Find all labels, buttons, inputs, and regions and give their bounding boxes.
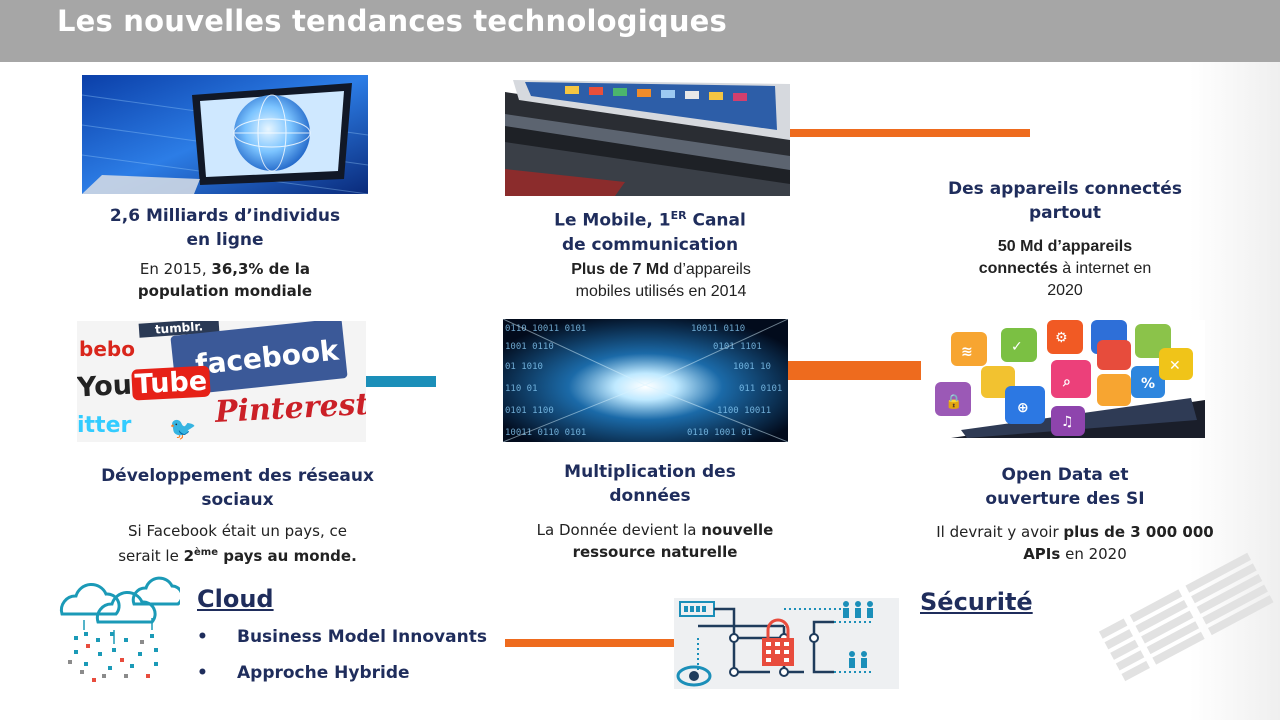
slide-title: Les nouvelles tendances technologiques xyxy=(57,4,727,38)
pinterest-logo: Pinterest xyxy=(214,386,366,431)
security-diagram-image xyxy=(674,598,899,689)
svg-text:1001 10: 1001 10 xyxy=(733,362,771,372)
internet-title-line1: 2,6 Milliards d’individus xyxy=(109,206,341,226)
svg-text:10011 0110 0101: 10011 0110 0101 xyxy=(505,428,586,438)
data-desc-a: La Donnée devient la xyxy=(536,521,702,539)
social-desc-b: 2 xyxy=(183,547,195,565)
social-desc-line1: Si Facebook était un pays, ce xyxy=(127,522,348,540)
svg-text:♫: ♫ xyxy=(1061,414,1074,430)
svg-text:≋: ≋ xyxy=(961,344,973,360)
internet-desc-line2: population mondiale xyxy=(137,282,313,300)
svg-text:1001 0110: 1001 0110 xyxy=(505,342,554,352)
opendata-desc-b: plus de 3 000 000 xyxy=(1063,523,1214,541)
svg-text:1100 10011: 1100 10011 xyxy=(717,406,771,416)
opendata-title-line1: Open Data et xyxy=(1001,465,1129,485)
devices-desc-line3: 2020 xyxy=(1047,282,1083,299)
mobile-desc-line2: mobiles utilisés en 2014 xyxy=(575,283,747,300)
mobile-title-line2: de communication xyxy=(561,234,739,255)
bullet-dot-icon: • xyxy=(197,663,208,683)
social-media-image: tumblr. bebo facebook YouTube Pinterest … xyxy=(77,321,366,442)
opendata-desc-c: APIs xyxy=(1023,545,1061,563)
internet-title: 2,6 Milliards d’individus en ligne xyxy=(82,204,368,252)
apps-phone-image: ≋ ✓ ⚙ ⊕ ⌕ 🔒 % ♫ ✕ xyxy=(921,320,1205,438)
youtube-logo-b: Tube xyxy=(131,365,211,401)
svg-text:10011 0110: 10011 0110 xyxy=(691,324,745,334)
internet-title-line2: en ligne xyxy=(186,230,264,250)
data-desc-b: nouvelle xyxy=(701,521,774,539)
mobile-desc-line1: d’appareils xyxy=(668,261,751,278)
mobile-description: Plus de 7 Md d’appareils mobiles utilisé… xyxy=(505,259,817,303)
svg-text:110 01: 110 01 xyxy=(505,384,538,394)
mobile-title: Le Mobile, 1ER Canal de communication xyxy=(505,204,795,257)
svg-text:⌕: ⌕ xyxy=(1062,374,1071,390)
svg-text:⊕: ⊕ xyxy=(1017,400,1029,416)
data-title-line1: Multiplication des xyxy=(564,462,736,482)
devices-title: Des appareils connectés partout xyxy=(925,177,1205,225)
devices-desc-bold1: 50 Md d’appareils xyxy=(997,238,1133,255)
devices-desc-bold2: connectés xyxy=(978,260,1058,277)
devices-description: 50 Md d’appareils connectés à internet e… xyxy=(925,236,1205,302)
bullet-dot-icon: • xyxy=(197,627,208,647)
cloud-bullet-1-label: Business Model Innovants xyxy=(237,627,487,647)
svg-text:%: % xyxy=(1141,376,1155,392)
social-desc-sup: ème xyxy=(194,547,218,558)
devices-title-line1: Des appareils connectés xyxy=(948,179,1182,199)
svg-text:01 1010: 01 1010 xyxy=(505,362,543,372)
youtube-logo: YouTube xyxy=(77,365,211,404)
cloud-bullet-1: • Business Model Innovants xyxy=(197,627,487,647)
opendata-title-line2: ouverture des SI xyxy=(985,489,1145,509)
cloud-bullet-2: • Approche Hybride xyxy=(197,663,410,683)
mobile-phones-image xyxy=(505,74,790,196)
cloud-title: Cloud xyxy=(197,585,274,613)
svg-text:🔒: 🔒 xyxy=(945,394,962,410)
opendata-title: Open Data et ouverture des SI xyxy=(925,463,1205,511)
social-title-line1: Développement des réseaux xyxy=(101,466,374,486)
opendata-desc-a: Il devrait y avoir xyxy=(936,523,1064,541)
mobile-title-a: Le Mobile, 1 xyxy=(554,210,671,231)
mobile-desc-bold: Plus de 7 Md xyxy=(571,261,669,278)
social-title: Développement des réseaux sociaux xyxy=(100,464,375,512)
svg-text:0101 1101: 0101 1101 xyxy=(713,342,762,352)
data-title: Multiplication des données xyxy=(505,460,795,508)
svg-text:0110 1001 01: 0110 1001 01 xyxy=(687,428,752,438)
internet-description: En 2015, 36,3% de la population mondiale xyxy=(82,258,368,302)
social-desc-a: serait le xyxy=(118,547,184,565)
connector-bar-orange-middle xyxy=(788,361,921,380)
internet-desc-bold: 36,3% de la xyxy=(211,260,311,278)
devices-title-line2: partout xyxy=(1028,203,1102,223)
svg-text:0110 10011 0101: 0110 10011 0101 xyxy=(505,324,586,334)
devices-desc-line2: à internet en xyxy=(1057,260,1152,277)
svg-text:⚙: ⚙ xyxy=(1055,330,1068,346)
svg-text:✕: ✕ xyxy=(1169,358,1181,374)
slide-header: Les nouvelles tendances technologiques xyxy=(0,0,1280,62)
internet-laptop-image xyxy=(82,75,368,194)
opendata-desc-d: en 2020 xyxy=(1060,545,1127,563)
svg-text:✓: ✓ xyxy=(1011,339,1023,355)
social-desc-c: pays au monde. xyxy=(218,547,357,565)
mobile-title-sup: ER xyxy=(670,209,687,222)
security-title: Sécurité xyxy=(920,588,1033,616)
svg-text:011 0101: 011 0101 xyxy=(739,384,782,394)
bebo-logo: bebo xyxy=(79,337,135,361)
data-desc-line2: ressource naturelle xyxy=(572,543,738,561)
connector-bar-blue xyxy=(366,376,436,387)
connector-bar-orange-bottom xyxy=(505,639,675,647)
social-description: Si Facebook était un pays, ce serait le … xyxy=(95,520,380,567)
data-tunnel-image: 0110 10011 0101 10011 0110 1001 0110 0101 … xyxy=(503,319,788,442)
data-title-line2: données xyxy=(609,486,691,506)
cloud-bullet-2-label: Approche Hybride xyxy=(237,663,410,683)
internet-desc-prefix: En 2015, xyxy=(139,260,212,278)
cloud-icon xyxy=(59,576,180,682)
mobile-title-b: Canal xyxy=(686,210,746,231)
ibm-logo-watermark xyxy=(1098,552,1274,682)
opendata-description: Il devrait y avoir plus de 3 000 000 API… xyxy=(925,521,1225,565)
data-description: La Donnée devient la nouvelle ressource … xyxy=(505,519,805,563)
social-title-line2: sociaux xyxy=(201,490,274,510)
youtube-logo-a: You xyxy=(77,369,133,404)
connector-bar-orange-top xyxy=(790,129,1030,137)
twitter-logo: itter xyxy=(77,413,132,438)
svg-text:0101 1100: 0101 1100 xyxy=(505,406,554,416)
twitter-bird-icon: 🐦 xyxy=(169,417,197,442)
